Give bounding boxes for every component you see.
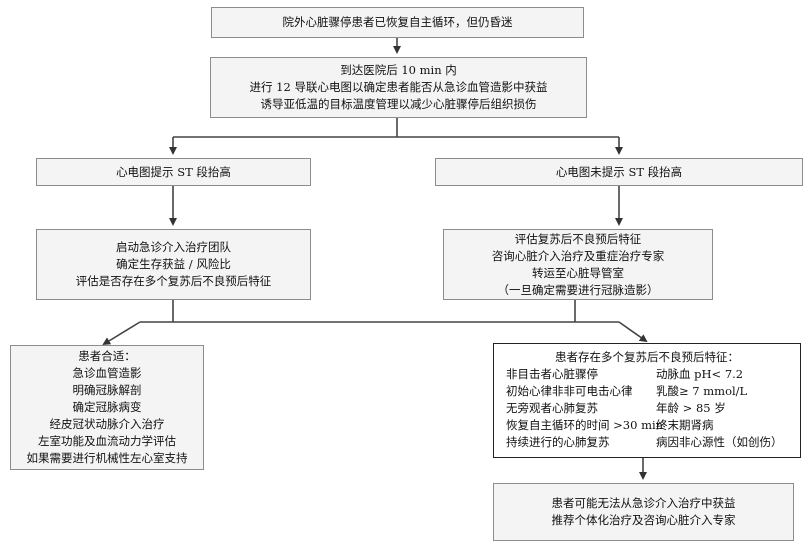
suitable-item: 经皮冠状动脉介入治疗 bbox=[49, 417, 165, 431]
suitable-item: 急诊血管造影 bbox=[72, 366, 142, 380]
outcome-box: 患者可能无法从急诊介入治疗中获益 推荐个体化治疗及咨询心脏介入专家 bbox=[493, 483, 794, 541]
arrival-line-3: 诱导亚低温的目标温度管理以减少心脏骤停后组织损伤 bbox=[260, 97, 537, 111]
adverse-feature: 恢复自主循环的时间 >30 min bbox=[506, 418, 664, 432]
left-action-line-3: 评估是否存在多个复苏后不良预后特征 bbox=[75, 274, 272, 288]
right-action-line-2: 咨询心脏介入治疗及重症治疗专家 bbox=[491, 248, 665, 263]
arrow-to-adverse bbox=[618, 321, 648, 343]
suitable-item: 确定冠脉病变 bbox=[72, 400, 142, 414]
suitable-item: 如果需要进行机械性左心室支持 bbox=[26, 451, 188, 465]
adverse-features-box: 患者存在多个复苏后不良预后特征： 非目击者心脏骤停 动脉血 pH< 7.2 初始… bbox=[493, 343, 801, 458]
left-action-line-2: 确定生存获益 / 风险比 bbox=[116, 257, 231, 271]
adverse-feature: 终末期肾病 bbox=[656, 418, 714, 432]
adverse-feature: 动脉血 pH< 7.2 bbox=[656, 367, 744, 381]
left-branch-box: 心电图提示 ST 段抬高 bbox=[36, 158, 311, 186]
arrival-line-1: 到达医院后 10 min 内 bbox=[340, 63, 457, 77]
adverse-title: 患者存在多个复苏后不良预后特征： bbox=[555, 350, 739, 364]
left-action-box: 启动急诊介入治疗团队 确定生存获益 / 风险比 评估是否存在多个复苏后不良预后特… bbox=[36, 229, 311, 300]
top-box: 院外心脏骤停患者已恢复自主循环，但仍昏迷 bbox=[211, 7, 584, 38]
right-branch-box: 心电图未提示 ST 段抬高 bbox=[435, 158, 803, 186]
adverse-feature: 病因非心源性（如创伤） bbox=[656, 435, 783, 449]
right-action-line-1: 评估复苏后不良预后特征 bbox=[514, 231, 642, 246]
arrow-to-suitable bbox=[102, 321, 141, 346]
right-action-line-3: 转运至心脏导管室 bbox=[532, 265, 624, 280]
adverse-feature: 乳酸≥ 7 mmol/L bbox=[656, 384, 748, 398]
adverse-feature: 无旁观者心肺复苏 bbox=[506, 401, 598, 415]
arrival-line-2: 进行 12 导联心电图以确定患者能否从急诊血管造影中获益 bbox=[249, 80, 548, 94]
adverse-feature-grid: 非目击者心脏骤停 动脉血 pH< 7.2 初始心律非非可电击心律 乳酸≥ 7 m… bbox=[506, 366, 800, 451]
arrival-box: 到达医院后 10 min 内 进行 12 导联心电图以确定患者能否从急诊血管造影… bbox=[210, 57, 587, 118]
right-action-line-4: （一旦确定需要进行冠脉造影） bbox=[497, 282, 659, 297]
right-action-box: 评估复苏后不良预后特征 咨询心脏介入治疗及重症治疗专家 转运至心脏导管室 （一旦… bbox=[443, 229, 713, 300]
suitable-item: 明确冠脉解剖 bbox=[72, 383, 142, 397]
left-action-line-1: 启动急诊介入治疗团队 bbox=[116, 240, 231, 254]
adverse-feature: 初始心律非非可电击心律 bbox=[506, 384, 633, 398]
suitable-title: 患者合适： bbox=[78, 349, 136, 363]
top-title: 院外心脏骤停患者已恢复自主循环，但仍昏迷 bbox=[282, 15, 513, 29]
suitable-item: 左室功能及血流动力学评估 bbox=[38, 434, 176, 448]
outcome-line-2: 推荐个体化治疗及咨询心脏介入专家 bbox=[551, 513, 736, 527]
adverse-feature: 非目击者心脏骤停 bbox=[506, 367, 598, 381]
adverse-feature: 年龄 > 85 岁 bbox=[656, 401, 726, 415]
right-branch-title: 心电图未提示 ST 段抬高 bbox=[555, 164, 683, 179]
left-branch-title: 心电图提示 ST 段抬高 bbox=[116, 164, 231, 179]
adverse-feature: 持续进行的心肺复苏 bbox=[506, 435, 610, 449]
outcome-line-1: 患者可能无法从急诊介入治疗中获益 bbox=[551, 496, 736, 510]
suitable-box: 患者合适： 急诊血管造影 明确冠脉解剖 确定冠脉病变 经皮冠状动脉介入治疗 左室… bbox=[10, 345, 204, 470]
